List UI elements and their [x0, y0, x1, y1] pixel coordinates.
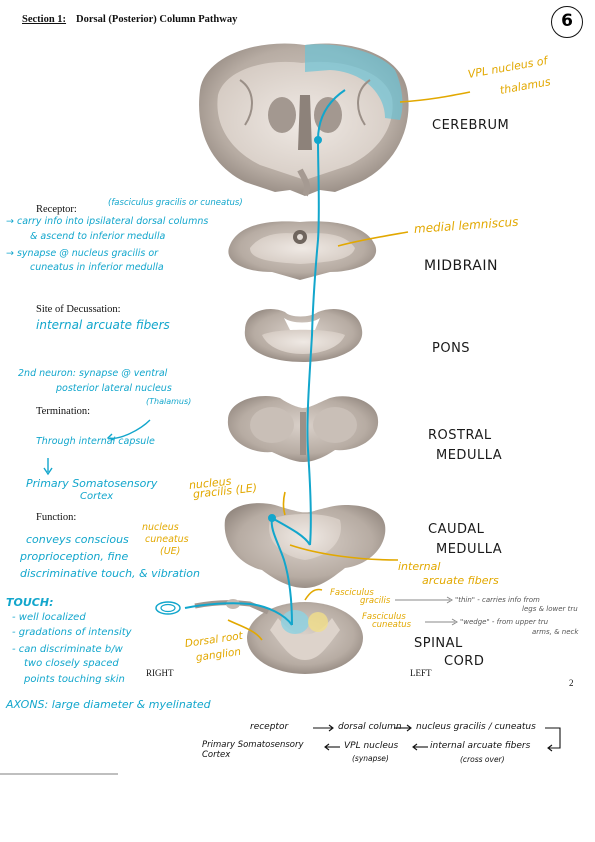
receptor-line-2: & ascend to inferior medulla — [30, 231, 166, 242]
flow-1-receptor: receptor — [250, 722, 289, 732]
somatosensory-cortex-highlight — [305, 44, 403, 120]
region-caudal-1: CAUDAL — [428, 522, 485, 537]
flow-2-cortex: Primary Somatosensory Cortex — [202, 740, 304, 760]
touch-line-3: - can discriminate b/w — [12, 644, 123, 655]
termination-line-3: Cortex — [80, 491, 114, 502]
function-line-3: discriminative touch, & vibration — [20, 567, 201, 580]
section-title: Dorsal (Posterior) Column Pathway — [76, 14, 238, 25]
annotation-pointers — [227, 91, 471, 641]
page-number: 2 — [569, 678, 574, 688]
blue-note-arrows — [43, 419, 151, 476]
receptor-line-1: → carry info into ipsilateral dorsal col… — [6, 216, 209, 227]
second-neuron-2: posterior lateral nucleus — [56, 383, 172, 394]
decussation-value: internal arcuate fibers — [36, 318, 170, 332]
receptor-paren: (fasciculus gracilis or cuneatus) — [108, 198, 243, 208]
label-internal-arcuate-1: internal — [398, 560, 441, 573]
label-cuneatus-3: (UE) — [160, 546, 181, 557]
flow-1-nucleus: nucleus gracilis / cuneatus — [416, 722, 536, 732]
touch-line-5: points touching skin — [24, 674, 125, 685]
region-midbrain: MIDBRAIN — [424, 258, 498, 274]
label-cuneatus-1: nucleus — [142, 522, 179, 533]
note-thin-2: legs & lower tru — [522, 605, 578, 613]
caudal-medulla-section — [224, 503, 386, 588]
section-number: Section 1: — [22, 14, 67, 25]
flow-2-arcuate: internal arcuate fibers — [430, 741, 531, 751]
cerebrum-section — [199, 43, 409, 197]
flow-cross: (cross over) — [460, 755, 505, 764]
note-wedge-1: "wedge" - from upper tru — [460, 618, 549, 626]
fasciculus-highlight — [281, 610, 309, 634]
function-line-2: proprioception, fine — [20, 550, 129, 563]
region-cerebrum: CEREBRUM — [432, 118, 510, 133]
receptor-label: Receptor: — [36, 204, 77, 215]
pons-section — [244, 309, 363, 362]
side-left: LEFT — [410, 668, 432, 678]
label-internal-arcuate-2: arcuate fibers — [422, 574, 499, 587]
region-spinal-1: SPINAL — [414, 636, 463, 651]
termination-label: Termination: — [36, 406, 91, 417]
region-spinal-2: CORD — [444, 654, 485, 669]
label-cuneatus-2: cuneatus — [145, 534, 189, 545]
receptor-line-3: → synapse @ nucleus gracilis or — [6, 248, 159, 259]
region-rostral-2: MEDULLA — [436, 448, 503, 463]
region-pons: PONS — [432, 341, 471, 356]
axons-note: AXONS: large diameter & myelinated — [6, 698, 211, 711]
touch-line-2: - gradations of intensity — [12, 627, 132, 638]
side-right: RIGHT — [146, 668, 174, 678]
touch-title: TOUCH: — [6, 596, 54, 609]
receptor-line-4: cuneatus in inferior medulla — [30, 262, 164, 273]
cuneatus-highlight — [308, 612, 328, 632]
second-neuron-1: 2nd neuron: synapse @ ventral — [18, 368, 168, 379]
function-line-1: conveys conscious — [26, 533, 129, 546]
label-fasc-cuneatus-1: Fasciculus — [362, 612, 406, 622]
flow-arrows — [313, 724, 561, 752]
note-thin-1: "thin" - carries info from — [455, 596, 540, 604]
label-fasc-gracilis-1: Fasciculus — [330, 588, 374, 598]
termination-line-2: Primary Somatosensory — [26, 477, 158, 490]
touch-line-1: - well localized — [12, 612, 86, 623]
label-fasc-cuneatus-2: cuneatus — [372, 620, 412, 630]
pathway-tract — [184, 89, 346, 626]
region-caudal-2: MEDULLA — [436, 542, 503, 557]
rostral-medulla-section — [227, 396, 379, 462]
touch-line-4: two closely spaced — [24, 658, 119, 669]
decussation-label: Site of Decussation: — [36, 304, 121, 315]
section-header: Section 1: Dorsal (Posterior) Column Path… — [22, 14, 237, 25]
fasciculus-note-arrows — [395, 596, 458, 626]
spinal-cord-section — [247, 602, 363, 674]
label-fasc-gracilis-2: gracilis — [360, 596, 391, 606]
flow-synapse: (synapse) — [352, 754, 389, 763]
flow-2-vpl: VPL nucleus — [344, 741, 399, 751]
region-rostral-1: ROSTRAL — [428, 428, 492, 443]
termination-line-1: Through internal capsule — [36, 436, 155, 447]
midbrain-section — [228, 221, 377, 280]
function-label: Function: — [36, 512, 77, 523]
note-wedge-2: arms, & neck — [532, 628, 579, 636]
page-badge: 6 — [551, 6, 583, 38]
dorsal-root-nerve — [155, 599, 270, 615]
flow-1-dorsal: dorsal column — [338, 722, 402, 732]
second-neuron-3: (Thalamus) — [146, 397, 192, 406]
